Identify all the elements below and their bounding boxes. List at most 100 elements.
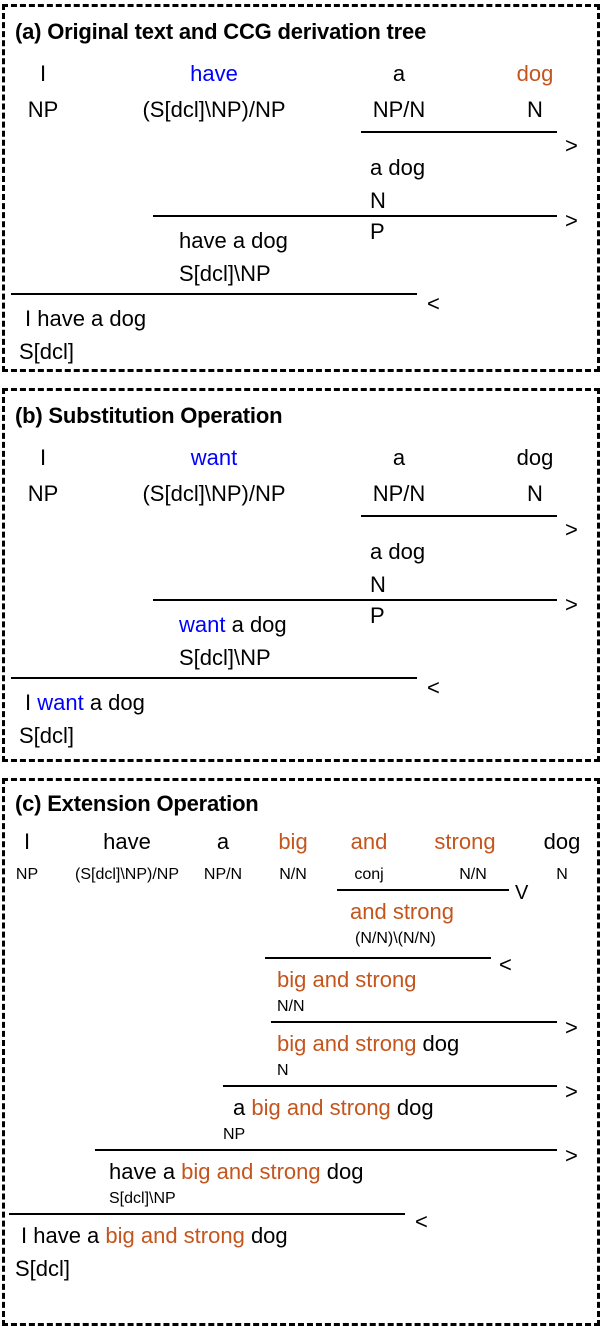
span-c-abas-a: a <box>233 1095 252 1120</box>
combinator-c-6: < <box>415 1209 428 1234</box>
span-c-have-highlight: big and strong <box>181 1159 321 1184</box>
token-b-a: a <box>392 445 406 470</box>
category-a-N-top: N <box>370 188 386 213</box>
span-c-full-a: I have a <box>21 1223 106 1248</box>
panel-b-substitution: (b) Substitution Operation I want a dog … <box>2 388 600 762</box>
category-b-N: N <box>527 481 543 506</box>
panel-c-extension: (c) Extension Operation I have a big and… <box>2 778 600 1326</box>
derivation-rule-b-1 <box>361 515 557 517</box>
span-c-bas-dog-rest: dog <box>416 1031 460 1056</box>
category-a-verb: (S[dcl]\NP)/NP <box>142 97 286 122</box>
derivation-rule-c-2 <box>265 957 491 959</box>
combinator-b-3: < <box>427 675 440 700</box>
category-b-det: NP/N <box>372 481 426 506</box>
span-c-abas-rest: dog <box>390 1095 434 1120</box>
span-c-full-rest: dog <box>244 1223 288 1248</box>
category-c-N2: N <box>277 1062 289 1079</box>
derivation-rule-c-5 <box>95 1149 557 1151</box>
span-b-full-want: want <box>37 690 84 715</box>
derivation-rule-b-2 <box>153 599 557 601</box>
category-a-NP: NP <box>27 97 59 122</box>
token-c-strong: strong <box>434 829 496 854</box>
token-c-I: I <box>23 829 31 854</box>
category-a-det: NP/N <box>372 97 426 122</box>
span-c-and-strong: and strong <box>350 899 454 924</box>
span-b-full-rest: a dog <box>83 690 145 715</box>
category-a-sdclnp: S[dcl]\NP <box>179 261 271 286</box>
span-a-full: I have a dog <box>25 306 147 331</box>
category-a-P-bottom: P <box>370 219 385 244</box>
category-b-NP: NP <box>27 481 59 506</box>
combinator-b-1: > <box>565 517 578 542</box>
panel-a-original-text: (a) Original text and CCG derivation tre… <box>2 4 600 372</box>
derivation-rule-a-1 <box>361 131 557 133</box>
derivation-rule-c-6 <box>9 1213 405 1215</box>
combinator-a-2: > <box>565 208 578 233</box>
span-b-want-a-dog: want a dog <box>179 614 287 636</box>
category-c-NP2: NP <box>223 1126 246 1143</box>
derivation-rule-a-2 <box>153 215 557 217</box>
token-c-big: big <box>278 829 308 854</box>
panel-c-title: (c) Extension Operation <box>15 791 259 816</box>
span-c-have-a: have a <box>109 1159 182 1184</box>
token-c-a: a <box>216 829 230 854</box>
span-b-full-I: I <box>25 690 38 715</box>
category-c-N: N <box>556 866 568 883</box>
span-b-adog-rest: a dog <box>225 612 287 637</box>
token-c-dog: dog <box>543 829 581 854</box>
combinator-c-5: > <box>565 1143 578 1168</box>
derivation-rule-c-1 <box>337 889 509 891</box>
derivation-rule-c-3 <box>271 1021 557 1023</box>
category-c-verb: (S[dcl]\NP)/NP <box>74 866 180 883</box>
token-a-I: I <box>39 61 47 86</box>
token-b-I: I <box>39 445 47 470</box>
combinator-c-2: < <box>499 952 512 977</box>
category-a-N: N <box>527 97 543 122</box>
derivation-rule-b-3 <box>11 677 417 679</box>
token-a-dog: dog <box>516 61 554 86</box>
panel-a-title: (a) Original text and CCG derivation tre… <box>15 19 427 44</box>
span-c-bas-highlight: big and strong <box>277 1031 417 1056</box>
span-a-have-a-dog: have a dog <box>179 228 288 253</box>
category-b-verb: (S[dcl]\NP)/NP <box>142 481 286 506</box>
span-c-big-and-strong: big and strong <box>277 967 417 992</box>
span-b-a-dog: a dog <box>370 539 426 564</box>
category-c-det: NP/N <box>203 866 243 883</box>
combinator-c-4: > <box>565 1079 578 1104</box>
token-b-want: want <box>190 445 238 470</box>
combinator-a-3: < <box>427 291 440 316</box>
span-c-abas-highlight: big and strong <box>251 1095 391 1120</box>
category-b-P-bottom: P <box>370 603 385 628</box>
token-c-have: have <box>103 829 151 854</box>
combinator-a-1: > <box>565 133 578 158</box>
span-c-full-highlight: big and strong <box>105 1223 245 1248</box>
derivation-rule-a-3 <box>11 293 417 295</box>
span-c-bas-dog: big and strong dog <box>277 1033 459 1055</box>
category-c-sdclnp: S[dcl]\NP <box>109 1190 176 1207</box>
token-b-dog: dog <box>516 445 554 470</box>
category-b-sdclnp: S[dcl]\NP <box>179 645 271 670</box>
category-b-sdcl: S[dcl] <box>19 723 75 748</box>
category-c-conj: conj <box>354 866 384 883</box>
token-a-have: have <box>190 61 238 86</box>
derivation-rule-c-4 <box>223 1085 557 1087</box>
category-a-sdcl: S[dcl] <box>19 339 75 364</box>
token-c-and: and <box>350 829 388 854</box>
span-a-a-dog: a dog <box>370 155 426 180</box>
category-b-N-top: N <box>370 572 386 597</box>
token-a-a: a <box>392 61 406 86</box>
category-c-nn1: N/N <box>279 866 307 883</box>
category-c-nn3: N/N <box>277 998 305 1015</box>
combinator-c-3: > <box>565 1015 578 1040</box>
category-c-sdcl: S[dcl] <box>15 1256 71 1281</box>
category-c-NP: NP <box>15 866 39 883</box>
category-c-nnnn: (N/N)\(N/N) <box>355 930 436 947</box>
span-c-full: I have a big and strong dog <box>21 1225 288 1247</box>
span-b-full: I want a dog <box>25 692 145 714</box>
span-c-have-rest: dog <box>320 1159 364 1184</box>
panel-b-title: (b) Substitution Operation <box>15 403 283 428</box>
span-c-have-a-bas-dog: have a big and strong dog <box>109 1161 363 1183</box>
span-c-a-bas-dog: a big and strong dog <box>233 1097 434 1119</box>
combinator-b-2: > <box>565 592 578 617</box>
